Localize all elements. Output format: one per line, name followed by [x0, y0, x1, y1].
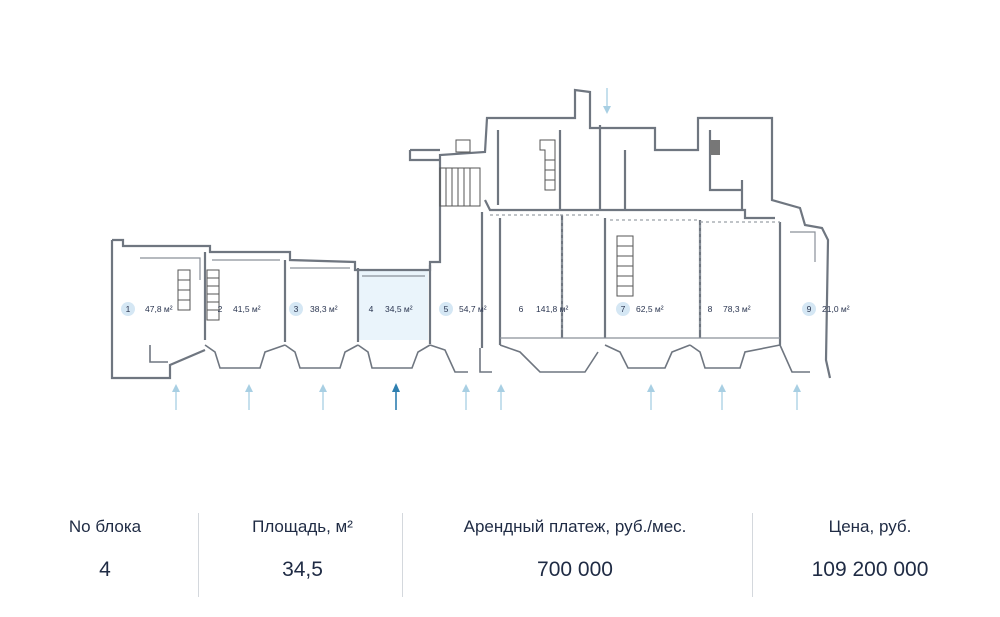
svg-text:41,5 м²: 41,5 м²: [233, 304, 261, 314]
svg-text:62,5 м²: 62,5 м²: [636, 304, 664, 314]
price-column: Цена, руб. 109 200 000: [765, 505, 975, 605]
interior-walls: [140, 212, 816, 348]
entrance-arrow-icon: [462, 384, 470, 410]
svg-text:47,8 м²: 47,8 м²: [145, 304, 173, 314]
unit-4-selected-area: [359, 270, 428, 340]
svg-text:54,7 м²: 54,7 м²: [459, 304, 487, 314]
rent-value: 700 000: [537, 558, 613, 581]
entrance-arrows: [172, 88, 801, 410]
svg-text:8: 8: [708, 304, 713, 314]
svg-text:38,3 м²: 38,3 м²: [310, 304, 338, 314]
area-label: Площадь, м²: [252, 517, 353, 536]
area-column: Площадь, м² 34,5: [210, 505, 395, 605]
rent-column: Арендный платеж, руб./мес. 700 000: [420, 505, 730, 605]
entrance-arrow-icon: [718, 384, 726, 410]
unit-6[interactable]: 6 141,8 м²: [519, 304, 569, 314]
unit-3[interactable]: 3 38,3 м²: [289, 302, 338, 316]
unit-summary: No блока 4 Площадь, м² 34,5 Арендный пла…: [0, 505, 1000, 605]
entrance-arrow-icon: [793, 384, 801, 410]
svg-text:4: 4: [369, 304, 374, 314]
unit-8[interactable]: 8 78,3 м²: [708, 304, 751, 314]
unit-7[interactable]: 7 62,5 м²: [616, 302, 664, 316]
divider: [198, 513, 199, 597]
entrance-arrow-icon: [319, 384, 327, 410]
svg-text:7: 7: [621, 304, 626, 314]
unit-1[interactable]: 1 47,8 м²: [121, 302, 173, 316]
entrance-arrow-selected-icon: [392, 383, 400, 410]
unit-2[interactable]: 2 41,5 м²: [218, 304, 261, 314]
block-label: No блока: [68, 517, 142, 536]
entrance-arrow-icon: [245, 384, 253, 410]
unit-labels: 1 47,8 м² 2 41,5 м² 3 38,3 м² 4 34,5 м² …: [121, 302, 850, 316]
svg-text:2: 2: [218, 304, 223, 314]
outer-walls: [110, 88, 832, 380]
block-column: No блока 4: [30, 505, 180, 605]
block-value: 4: [99, 558, 111, 581]
svg-text:5: 5: [444, 304, 449, 314]
entrance-arrow-icon: [497, 384, 505, 410]
floor-plan: 1 47,8 м² 2 41,5 м² 3 38,3 м² 4 34,5 м² …: [110, 88, 850, 410]
rent-label: Арендный платеж, руб./мес.: [463, 517, 687, 536]
svg-text:21,0 м²: 21,0 м²: [822, 304, 850, 314]
divider: [752, 513, 753, 597]
svg-text:1: 1: [126, 304, 131, 314]
stairs: [177, 139, 720, 321]
unit-9[interactable]: 9 21,0 м²: [802, 302, 850, 316]
svg-text:3: 3: [294, 304, 299, 314]
area-value: 34,5: [282, 558, 323, 581]
unit-4[interactable]: 4 34,5 м²: [369, 304, 413, 314]
svg-text:6: 6: [519, 304, 524, 314]
svg-text:34,5 м²: 34,5 м²: [385, 304, 413, 314]
svg-text:9: 9: [807, 304, 812, 314]
svg-text:78,3 м²: 78,3 м²: [723, 304, 751, 314]
price-value: 109 200 000: [811, 558, 929, 581]
unit-5[interactable]: 5 54,7 м²: [439, 302, 487, 316]
divider: [402, 513, 403, 597]
entrance-arrow-icon: [172, 384, 180, 410]
entrance-arrow-icon: [647, 384, 655, 410]
entrance-arrow-down-icon: [603, 88, 611, 114]
price-label: Цена, руб.: [828, 517, 912, 536]
facade-bays: [149, 344, 810, 373]
svg-text:141,8 м²: 141,8 м²: [536, 304, 568, 314]
